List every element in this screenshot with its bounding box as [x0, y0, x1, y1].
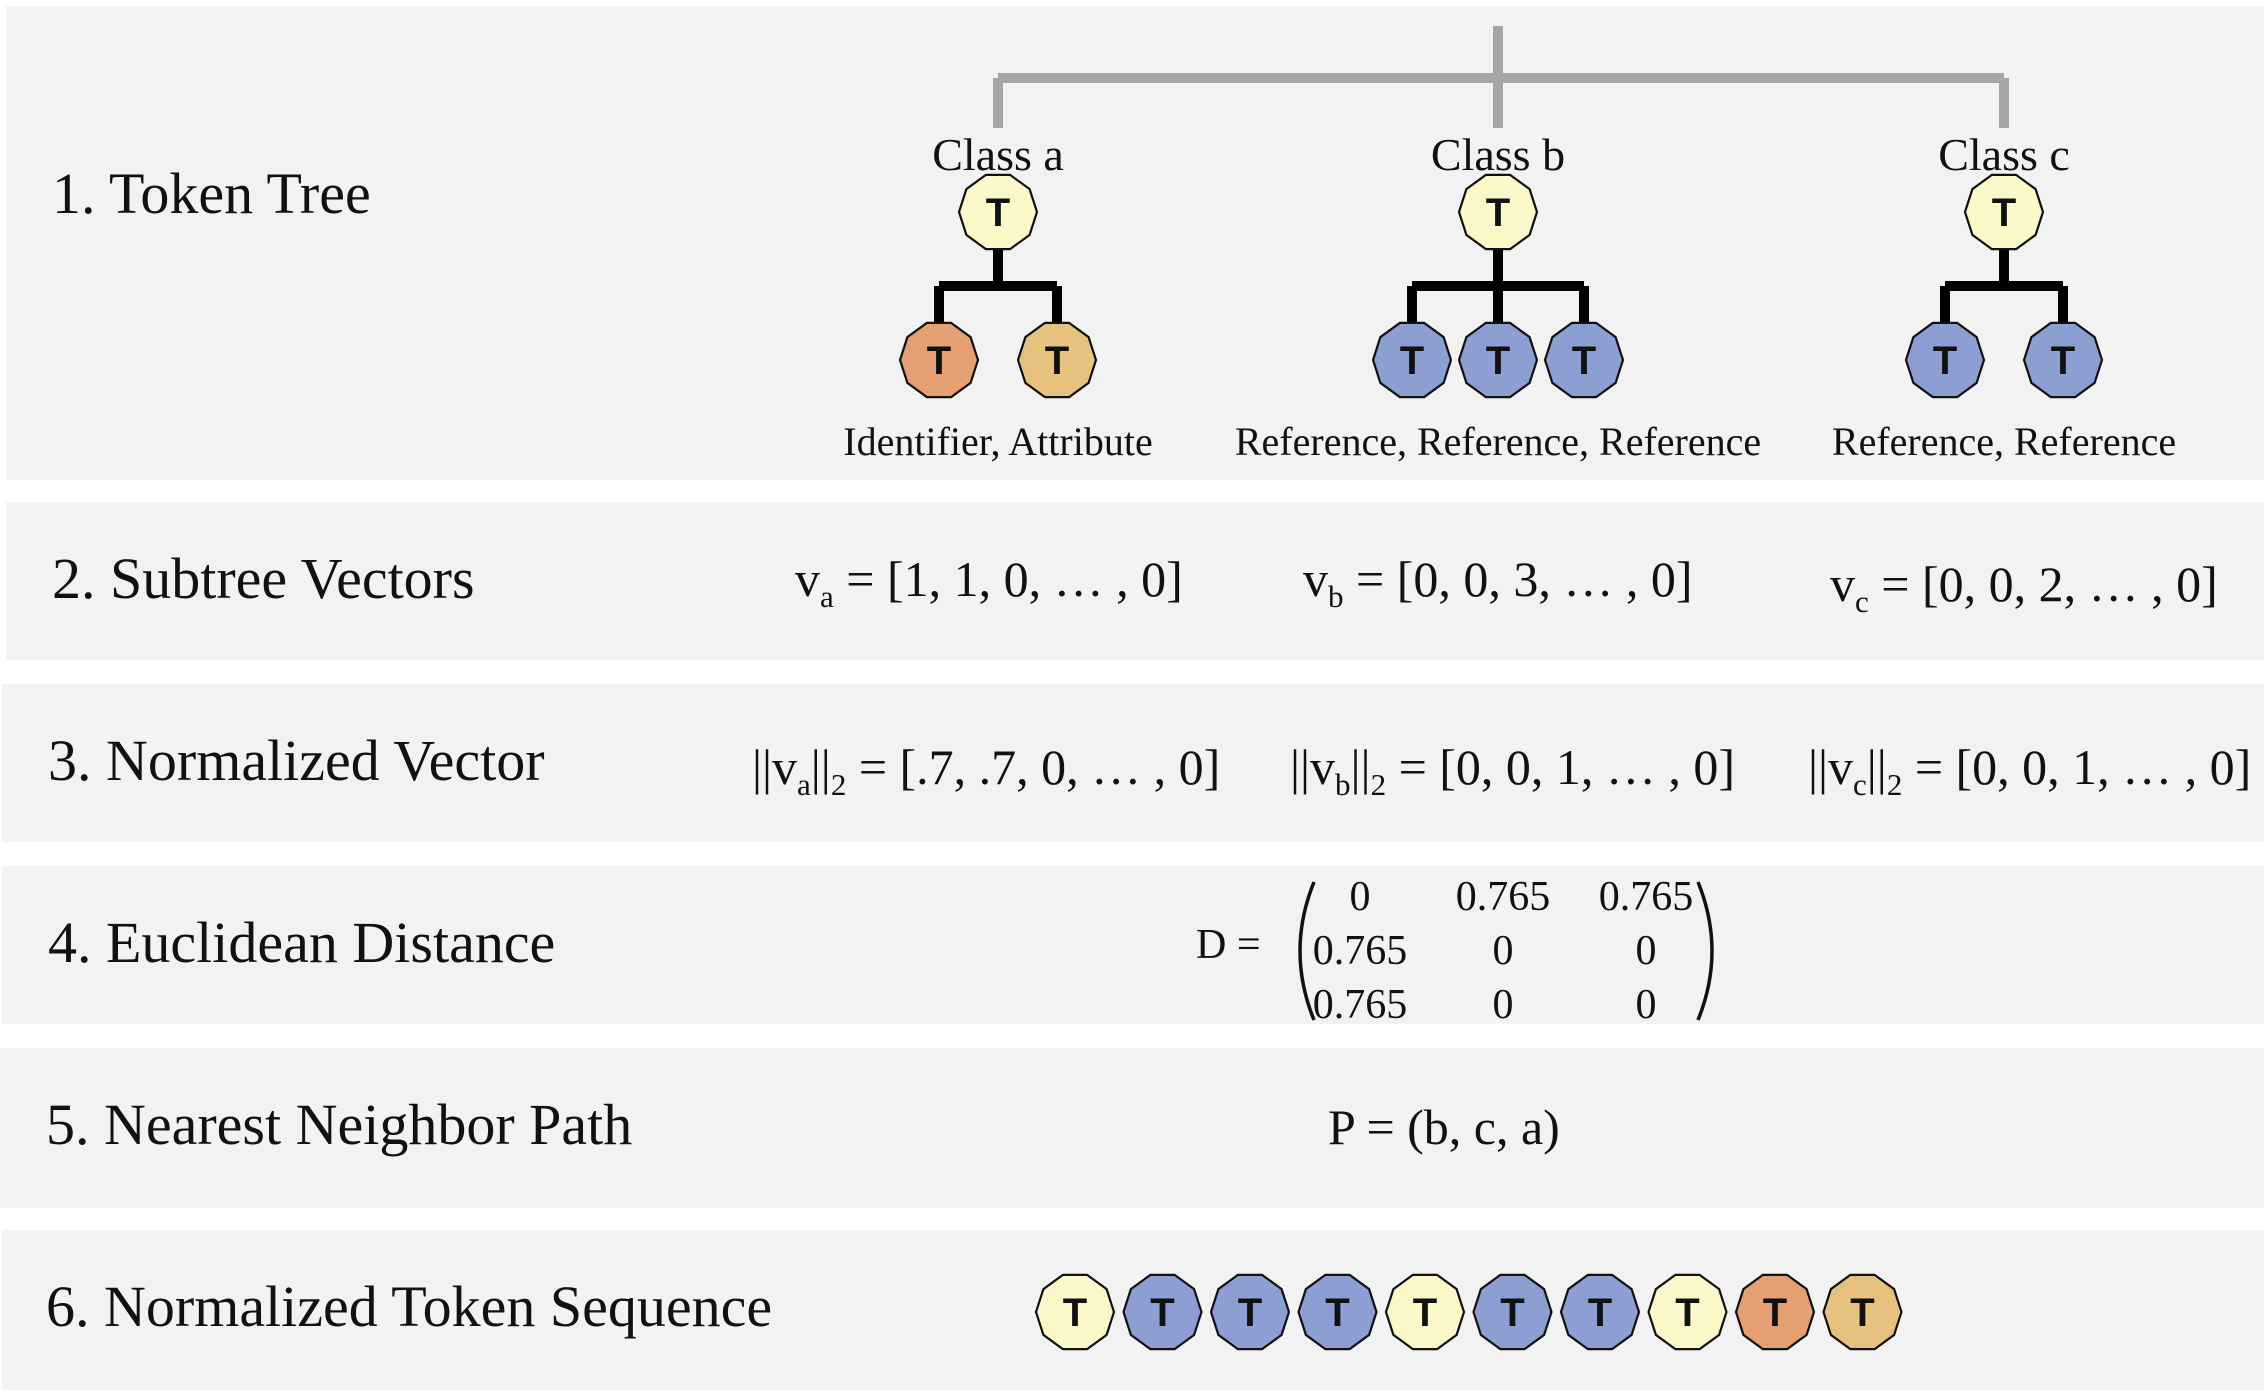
token-glyph: T: [1572, 339, 1596, 383]
token-glyph: T: [1992, 191, 2016, 235]
token-glyph: T: [927, 339, 951, 383]
attribute-token: T: [1016, 321, 1098, 399]
step-label-subtree-vectors: 2. Subtree Vectors: [52, 546, 475, 611]
subtree-vector-c: vc = [0, 0, 2, … , 0]: [1830, 556, 2218, 619]
class-label: Class c: [1938, 129, 2070, 180]
token-glyph: T: [1400, 339, 1424, 383]
reference-token: T: [1543, 321, 1625, 399]
normalized-vector-c: ||vc||2 = [0, 0, 1, … , 0]: [1808, 739, 2252, 802]
matrix-cell-r2-c3: 0: [1635, 928, 1657, 974]
step-label-euclidean-distance: 4. Euclidean Distance: [48, 910, 556, 975]
reference-token: T: [1371, 321, 1453, 399]
identifier-token: T: [898, 321, 980, 399]
matrix-cell-r3-c3: 0: [1635, 982, 1657, 1028]
token-glyph: T: [2051, 339, 2075, 383]
matrix-right-paren: [1696, 881, 1714, 1021]
matrix-cell-r2-c1: 0.765: [1312, 928, 1408, 974]
child-caption: Identifier, Attribute: [843, 419, 1152, 464]
band-token-tree: [6, 6, 2264, 480]
step-label-token-tree: 1. Token Tree: [52, 161, 371, 226]
token-glyph: T: [1486, 339, 1510, 383]
step-label-nearest-neighbor-path: 5. Nearest Neighbor Path: [46, 1092, 633, 1157]
reference-token: T: [2022, 321, 2104, 399]
matrix-cell-r1-c2: 0.765: [1455, 874, 1551, 920]
reference-token: T: [1904, 321, 1986, 399]
matrix-cell-r1-c3: 0.765: [1598, 874, 1694, 920]
child-caption: Reference, Reference: [1832, 419, 2176, 464]
token-glyph: T: [986, 191, 1010, 235]
token-tree-diagram: Class a T T T Identifier, Attribute Class b T T…: [843, 26, 2176, 464]
subtree-vector-a: va = [1, 1, 0, … , 0]: [795, 551, 1183, 614]
subtree-vector-b: vb = [0, 0, 3, … , 0]: [1303, 551, 1693, 614]
token-glyph: T: [1486, 191, 1510, 235]
nearest-neighbor-path: P = (b, c, a): [1328, 1099, 1560, 1155]
matrix-left-paren: [1298, 881, 1316, 1021]
matrix-cell-r2-c2: 0: [1492, 928, 1514, 974]
normalized-vector-a: ||va||2 = [.7, .7, 0, … , 0]: [752, 739, 1221, 802]
class-root-token: T: [957, 173, 1039, 251]
normalized-vector-b: ||vb||2 = [0, 0, 1, … , 0]: [1290, 739, 1736, 802]
reference-token: T: [1457, 321, 1539, 399]
step-label-normalized-vector: 3. Normalized Vector: [48, 728, 545, 793]
class-root-token: T: [1963, 173, 2045, 251]
token-glyph: T: [1045, 339, 1069, 383]
band-subtree-vectors: [6, 502, 2264, 660]
child-caption: Reference, Reference, Reference: [1235, 419, 1761, 464]
distance-lhs: D =: [1196, 922, 1261, 968]
matrix-cell-r3-c2: 0: [1492, 982, 1514, 1028]
class-root-token: T: [1457, 173, 1539, 251]
step-label-normalized-token-sequence: 6. Normalized Token Sequence: [46, 1274, 773, 1339]
matrix-cell-r3-c1: 0.765: [1312, 982, 1408, 1028]
class-label: Class a: [932, 129, 1064, 180]
band-nearest-neighbor-path: [0, 1048, 2264, 1208]
band-euclidean-distance: [2, 866, 2264, 1024]
class-label: Class b: [1431, 129, 1565, 180]
band-normalized-vector: [2, 684, 2264, 842]
token-glyph: T: [1933, 339, 1957, 383]
matrix-cell-r1-c1: 0: [1349, 874, 1371, 920]
